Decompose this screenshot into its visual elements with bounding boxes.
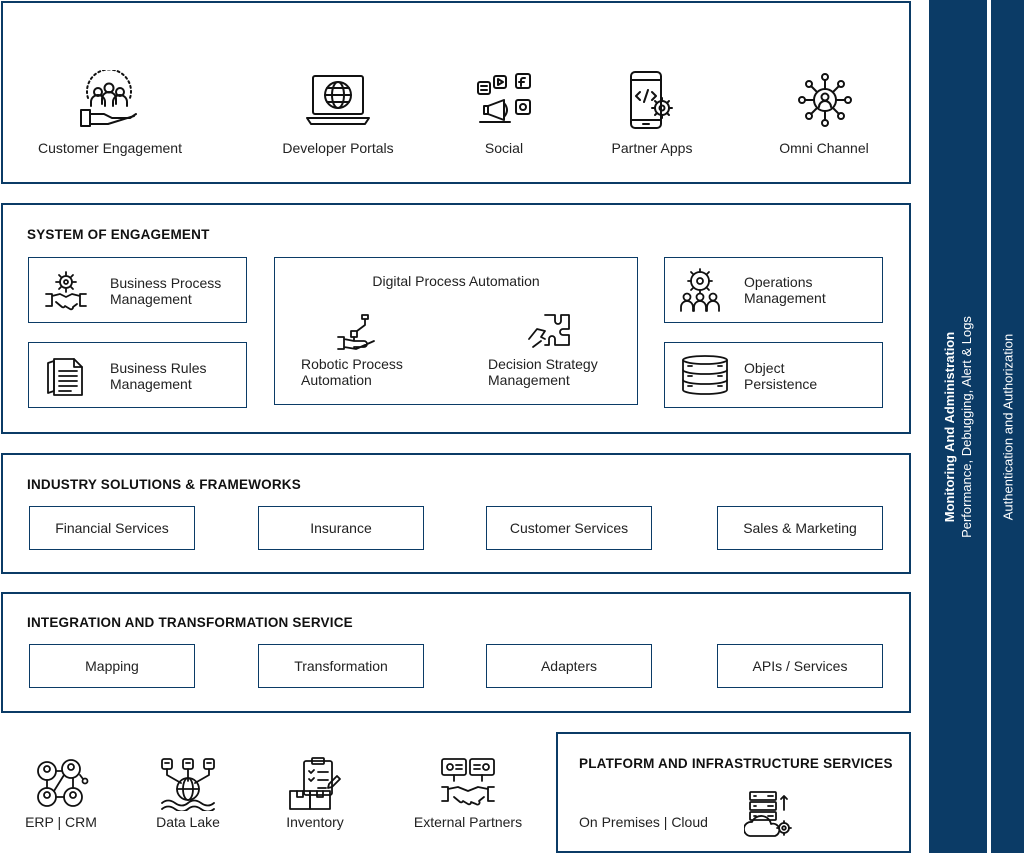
documents-stack-icon bbox=[44, 353, 86, 397]
channel-label: Customer Engagement bbox=[38, 140, 182, 156]
dsm-label-line: Management bbox=[488, 372, 570, 388]
obj-label-line: Persistence bbox=[744, 376, 818, 392]
integration-item: Mapping bbox=[29, 644, 195, 688]
brm-label-line: Business Rules bbox=[110, 360, 207, 376]
obj-label-line: Object bbox=[744, 360, 785, 376]
inventory-icon bbox=[288, 757, 342, 811]
integration-title: INTEGRATION AND TRANSFORMATION SERVICE bbox=[27, 615, 353, 630]
database-icon bbox=[680, 354, 730, 396]
team-gear-icon bbox=[678, 267, 722, 313]
bpm-label-line: Business Process bbox=[110, 275, 222, 291]
monitoring-title: Monitoring And Administration bbox=[942, 331, 957, 522]
integration-item: Transformation bbox=[258, 644, 424, 688]
dsm-label-line: Decision Strategy bbox=[488, 356, 598, 372]
channels-panel bbox=[1, 1, 911, 184]
handshake-gear-icon bbox=[44, 268, 88, 312]
monitoring-subtitle: Performance, Debugging, Alert & Logs bbox=[959, 315, 974, 538]
auth-text: Authentication and Authorization bbox=[1000, 333, 1015, 520]
industry-item: Sales & Marketing bbox=[717, 506, 883, 550]
omni-channel-icon bbox=[795, 70, 855, 130]
obj-box bbox=[664, 342, 883, 408]
bpm-label-line: Management bbox=[110, 291, 192, 307]
customer-engagement-icon bbox=[78, 70, 140, 130]
handshake-partners-icon bbox=[440, 757, 496, 811]
brm-label-line: Management bbox=[110, 376, 192, 392]
channel-label: Partner Apps bbox=[611, 140, 693, 156]
brm-box bbox=[28, 342, 247, 408]
robot-arm-hand-icon bbox=[336, 311, 378, 351]
source-label: Data Lake bbox=[156, 814, 220, 830]
platform-title: PLATFORM AND INFRASTRUCTURE SERVICES bbox=[579, 756, 893, 771]
channel-label: Social bbox=[484, 140, 524, 156]
social-media-icon bbox=[474, 70, 534, 130]
server-cloud-icon bbox=[744, 790, 794, 838]
dpa-box bbox=[274, 257, 638, 405]
laptop-globe-icon bbox=[305, 70, 371, 130]
dpa-title: Digital Process Automation bbox=[372, 273, 540, 289]
mobile-app-icon bbox=[626, 70, 676, 130]
engagement-title: SYSTEM OF ENGAGEMENT bbox=[27, 227, 210, 242]
channel-label: Omni Channel bbox=[779, 140, 869, 156]
auth-bar: Authentication and Authorization bbox=[991, 0, 1024, 853]
brm-label: Business Rules Management bbox=[110, 360, 207, 392]
source-label: ERP | CRM bbox=[25, 814, 97, 830]
ops-label: Operations Management bbox=[744, 274, 826, 306]
industry-item: Insurance bbox=[258, 506, 424, 550]
monitoring-bar: Monitoring And Administration Performanc… bbox=[929, 0, 987, 853]
dsm-label: Decision Strategy Management bbox=[488, 356, 598, 388]
bpm-box bbox=[28, 257, 247, 323]
obj-label: Object Persistence bbox=[744, 360, 817, 392]
ops-label-line: Operations bbox=[744, 274, 813, 290]
puzzle-hand-icon bbox=[527, 311, 571, 351]
monitoring-text: Monitoring And Administration Performanc… bbox=[941, 316, 975, 538]
industry-item: Financial Services bbox=[29, 506, 195, 550]
rpa-label-line: Robotic Process bbox=[301, 356, 403, 372]
source-label: Inventory bbox=[286, 814, 344, 830]
ops-label-line: Management bbox=[744, 290, 826, 306]
rpa-label-line: Automation bbox=[301, 372, 372, 388]
platform-panel bbox=[556, 732, 911, 853]
data-lake-icon bbox=[160, 757, 216, 811]
channel-label: Developer Portals bbox=[282, 140, 394, 156]
industry-title: INDUSTRY SOLUTIONS & FRAMEWORKS bbox=[27, 477, 301, 492]
network-people-icon bbox=[33, 757, 89, 811]
integration-item: Adapters bbox=[486, 644, 652, 688]
rpa-label: Robotic Process Automation bbox=[301, 356, 403, 388]
industry-item: Customer Services bbox=[486, 506, 652, 550]
platform-label: On Premises | Cloud bbox=[579, 814, 708, 830]
bpm-label: Business Process Management bbox=[110, 275, 221, 307]
integration-item: APIs / Services bbox=[717, 644, 883, 688]
source-label: External Partners bbox=[413, 814, 523, 830]
